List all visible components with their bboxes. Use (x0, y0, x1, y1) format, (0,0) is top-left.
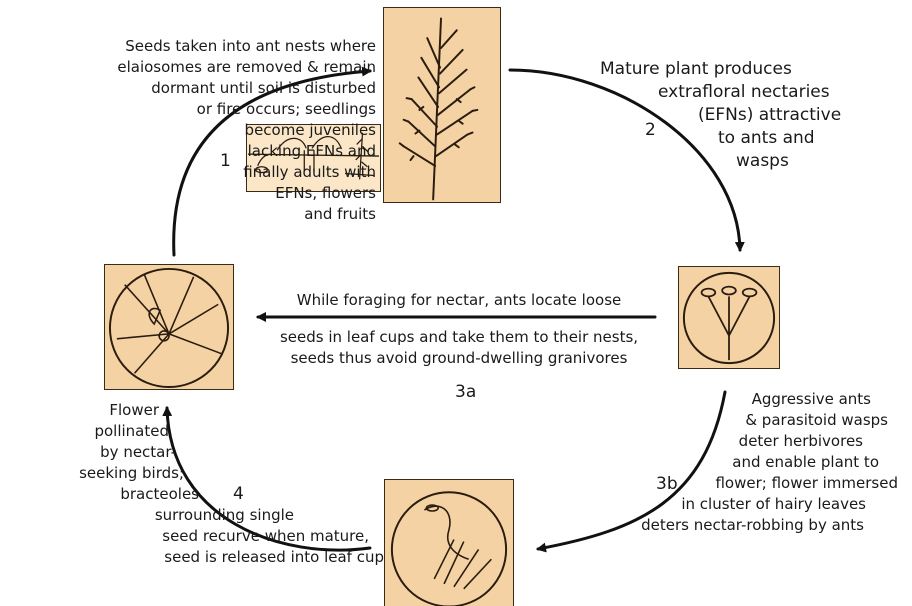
step-3a-number: 3a (455, 382, 476, 402)
step-2-text: Mature plant produces extrafloral nectar… (600, 58, 841, 173)
step-2-number: 2 (645, 120, 656, 140)
step-4-number: 4 (233, 484, 244, 504)
step-3b-number: 3b (656, 474, 678, 494)
step-3a-text: While foraging for nectar, ants locate l… (244, 290, 674, 369)
step-4-text: Flower pollinated by nectar- seeking bir… (79, 400, 384, 568)
step-3b-text: Aggressive ants & parasitoid wasps deter… (641, 389, 898, 536)
step-1-text: Seeds taken into ant nests where elaioso… (117, 36, 376, 225)
